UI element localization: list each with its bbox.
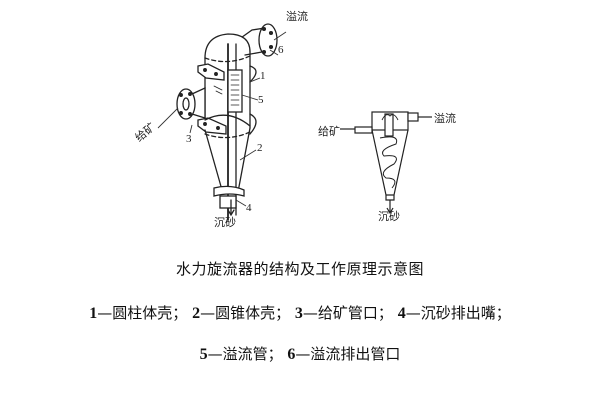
part-number-5: 5 — [258, 94, 264, 106]
legend-text: 溢流排出管口 — [310, 345, 401, 363]
part-number-6: 6 — [278, 44, 284, 56]
underflow-label-right: 沉砂 — [378, 210, 400, 223]
overflow-label-right: 溢流 — [434, 112, 456, 125]
legend-line-1: 1—圆柱体壳； 2—圆锥体壳； 3—给矿管口； 4—沉砂排出嘴； — [89, 304, 511, 322]
legend-num: 3 — [294, 305, 303, 322]
legend-num: 6 — [287, 346, 296, 363]
leader-lines — [157, 31, 287, 207]
legend-line-2: 5—溢流管； 6—溢流排出管口 — [199, 345, 401, 363]
figure-title: 水力旋流器的结构及工作原理示意图 — [175, 260, 424, 278]
underflow-label-left: 沉砂 — [214, 216, 236, 229]
hydrocyclone-figure — [157, 23, 432, 221]
overflow-label-left: 溢流 — [286, 10, 308, 23]
legend-num: 4 — [397, 305, 406, 322]
legend-text: 给矿管口 — [317, 304, 378, 322]
cutaway-diagram — [176, 23, 278, 221]
legend-num: 2 — [192, 305, 201, 322]
part-number-1: 1 — [260, 70, 266, 82]
part-number-2: 2 — [257, 142, 263, 154]
legend-text: 沉砂排出嘴 — [420, 304, 496, 322]
legend-text: 圆锥体壳 — [215, 304, 276, 322]
schematic-diagram — [340, 111, 432, 215]
part-number-4: 4 — [246, 202, 252, 214]
part-number-3: 3 — [186, 133, 192, 145]
legend-num: 5 — [199, 346, 208, 363]
legend-num: 1 — [89, 305, 98, 322]
legend-text: 溢流管 — [222, 345, 268, 363]
feed-label-right: 给矿 — [318, 125, 340, 138]
legend-text: 圆柱体壳 — [112, 304, 173, 322]
